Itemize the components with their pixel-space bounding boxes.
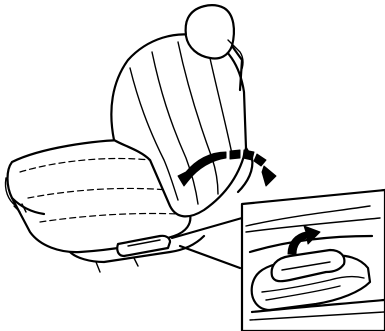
- lever-detail-inset: [242, 190, 385, 331]
